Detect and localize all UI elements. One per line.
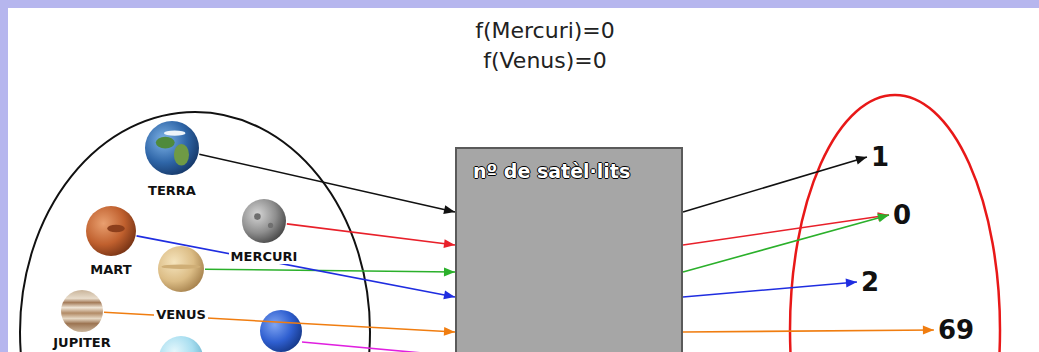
- arrow-head: [444, 267, 455, 276]
- frame-bar: [0, 0, 8, 352]
- arrow-line: [137, 236, 455, 297]
- planet-disc: [145, 121, 199, 175]
- planet-label: VENUS: [154, 307, 208, 322]
- function-box: nº de satèl·lits: [455, 147, 683, 352]
- planet-node: MART: [56, 206, 166, 278]
- arrow-head: [846, 278, 857, 287]
- planet-disc: [242, 199, 286, 243]
- mapping-arrow: [683, 212, 889, 245]
- mapping-arrow: [205, 267, 455, 276]
- planet-icon: [260, 310, 302, 352]
- planet-node: JUPITER: [27, 290, 137, 351]
- arrow-head: [443, 205, 455, 214]
- arrow-head: [443, 291, 455, 300]
- planet-node: MERCURI: [209, 199, 319, 265]
- value-node: 2: [861, 268, 879, 296]
- planet-label: TERRA: [146, 183, 198, 198]
- arrow-line: [683, 215, 889, 245]
- mapping-arrow: [683, 278, 857, 297]
- mapping-arrow: [683, 156, 867, 212]
- spot: [107, 225, 125, 233]
- arrow-line: [683, 157, 867, 212]
- mapping-arrow: [683, 326, 934, 335]
- arrow-line: [287, 224, 455, 245]
- planet-disc: [61, 290, 103, 332]
- mapping-arrow: [137, 236, 455, 299]
- planet-label: MERCURI: [229, 249, 300, 264]
- value-number: 0: [893, 201, 911, 229]
- band: [161, 264, 200, 269]
- planet-label: JUPITER: [51, 335, 113, 350]
- mapping-arrow: [287, 224, 455, 248]
- planet-icon: [158, 246, 204, 292]
- arrow-head: [444, 327, 455, 336]
- arrow-line: [683, 215, 889, 272]
- planet-icon: [242, 199, 286, 243]
- planet-node: TERRA: [117, 121, 227, 199]
- value-node: 1: [871, 143, 889, 171]
- value-number: 2: [861, 268, 879, 296]
- codomain-set: [790, 95, 1000, 352]
- value-node: 69: [938, 316, 974, 344]
- arrow-head: [877, 214, 889, 223]
- frame-bar: [0, 0, 1039, 8]
- arrow-head: [855, 156, 867, 165]
- arrow-line: [205, 269, 455, 272]
- arrow-line: [199, 154, 455, 212]
- value-number: 69: [938, 316, 974, 344]
- mapping-arrow: [683, 214, 889, 272]
- domain-set: [20, 112, 370, 352]
- planet-icon: [86, 206, 136, 256]
- crater: [254, 213, 261, 220]
- land: [174, 144, 189, 166]
- function-value-note: f(Venus)=0: [483, 48, 607, 74]
- function-value-note: f(Mercuri)=0: [475, 18, 615, 44]
- cut-arrow: [302, 342, 455, 352]
- planet-icon: [159, 336, 203, 352]
- value-node: 0: [893, 201, 911, 229]
- arrow-line: [683, 282, 857, 297]
- planet-disc: [86, 206, 136, 256]
- value-number: 1: [871, 143, 889, 171]
- crater: [268, 223, 273, 228]
- planet-label: MART: [88, 262, 133, 277]
- planet-disc: [158, 246, 204, 292]
- arrow-line: [683, 330, 934, 332]
- planet-icon: [61, 290, 103, 332]
- cloud: [164, 130, 186, 135]
- mapping-arrow: [199, 154, 455, 214]
- function-name: nº de satèl·lits: [473, 159, 673, 183]
- arrow-head: [444, 239, 455, 248]
- arrow-head: [923, 326, 934, 335]
- land: [156, 137, 175, 149]
- planet-icon: [145, 121, 199, 175]
- planet-node: VENUS: [126, 246, 236, 323]
